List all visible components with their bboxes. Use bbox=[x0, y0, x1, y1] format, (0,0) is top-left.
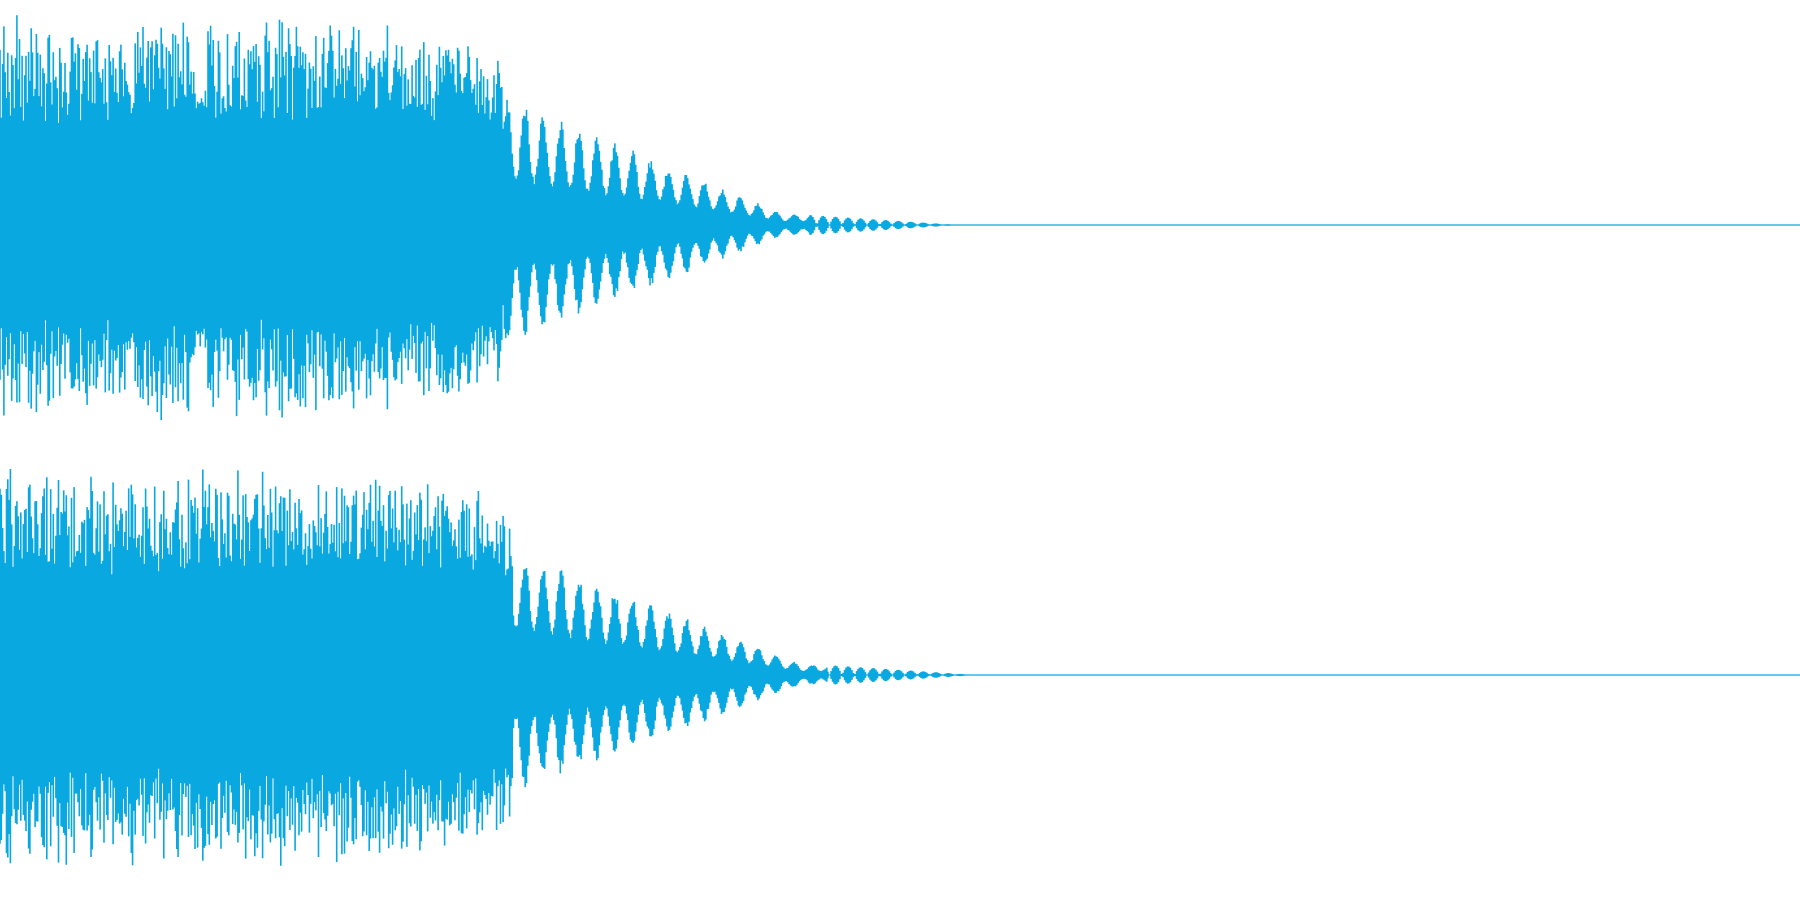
waveform-tail bbox=[827, 665, 978, 685]
waveform-channel-1-svg bbox=[0, 15, 1800, 421]
waveform-channel-2-svg bbox=[0, 469, 1800, 866]
waveform-channel-1 bbox=[0, 15, 1800, 421]
waveform-body bbox=[0, 15, 811, 421]
waveform-body bbox=[0, 469, 828, 866]
waveform-tail bbox=[809, 215, 960, 235]
waveform-channel-2 bbox=[0, 450, 1800, 900]
